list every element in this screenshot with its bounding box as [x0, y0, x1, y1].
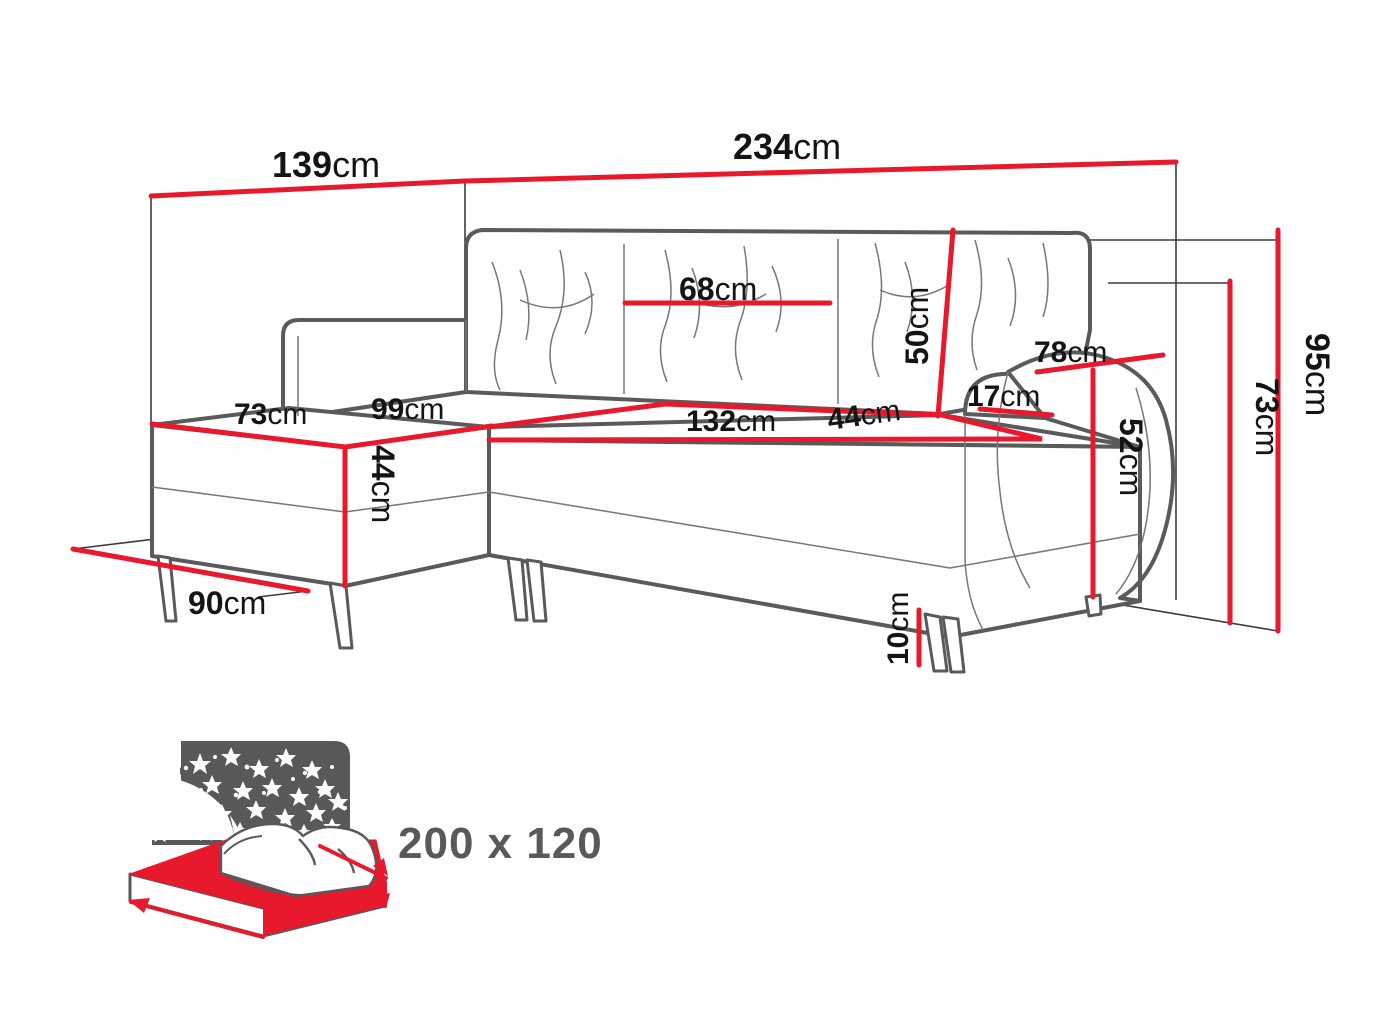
mattress-side	[263, 880, 385, 936]
dimline-50	[935, 227, 956, 419]
fold-3	[879, 283, 951, 298]
wrinkle-12	[1007, 257, 1017, 327]
label-10: 10cm	[882, 592, 915, 665]
sofa-detail-lines	[151, 239, 1151, 631]
label-44-height: 44cm	[365, 445, 401, 523]
right-arm-contour-3	[964, 414, 984, 631]
dimline-139	[148, 178, 468, 199]
label-44-depth: 44cm	[825, 394, 902, 437]
right-arm-contour-2	[1115, 387, 1151, 595]
right-arm-contour-1	[996, 371, 1031, 589]
wrinkle-5	[659, 249, 672, 383]
leg-chaise-left	[328, 581, 354, 650]
wrinkle-10	[904, 261, 914, 333]
wrinkle-1	[491, 261, 503, 391]
label-73-chaise: 73cm	[234, 398, 307, 431]
wrinkle-7	[734, 245, 748, 381]
leg-right-2	[941, 615, 966, 674]
bed-size-label: 200 x 120	[398, 819, 603, 868]
label-132: 132cm	[686, 405, 776, 438]
dimension-labels: 139cm 234cm 68cm 50cm 78cm 17cm	[188, 126, 1336, 665]
leg-chaise-far-left	[156, 554, 178, 623]
leg-mid-1	[506, 556, 529, 622]
wrinkle-8	[771, 265, 782, 333]
wrinkle-3	[549, 249, 565, 385]
main-body-front	[487, 438, 1142, 639]
dimline-90	[70, 546, 311, 594]
fold-1	[519, 293, 595, 309]
label-52: 52cm	[1113, 418, 1149, 496]
chaise-seam	[151, 486, 346, 513]
duvet-edge	[220, 872, 302, 896]
dimline-234	[462, 159, 1179, 184]
arrowhead-lower	[374, 893, 390, 908]
leg-right-1	[923, 612, 949, 673]
wrinkle-4	[584, 271, 593, 335]
wrinkle-13	[1042, 242, 1049, 318]
sofa-legs	[156, 554, 1103, 674]
wrinkle-11	[971, 239, 983, 371]
pillow-fold-2	[298, 838, 317, 866]
sleeping-area-icon: 200 x 120	[128, 741, 603, 939]
arrowhead-upper	[373, 858, 388, 876]
label-95: 95cm	[1298, 333, 1336, 416]
label-139: 139cm	[272, 144, 380, 185]
label-73-height: 73cm	[1249, 378, 1285, 456]
bed-arrow-heads	[128, 858, 390, 913]
dimension-lines	[70, 159, 1281, 668]
wrinkle-9	[871, 242, 883, 378]
body-seam	[488, 491, 1141, 569]
label-90: 90cm	[188, 585, 266, 621]
label-99: 99cm	[371, 393, 444, 426]
arrowhead-left	[128, 898, 150, 913]
pillow-fold-1	[223, 835, 263, 855]
dimline-17	[977, 406, 1055, 418]
dimline-132-44	[486, 401, 1043, 443]
bed-arrow-width-line	[318, 844, 388, 880]
sofa-outline	[150, 228, 1176, 639]
dimline-78	[1034, 352, 1166, 375]
label-68: 68cm	[679, 271, 757, 307]
label-78: 78cm	[1034, 336, 1107, 369]
leg-mid-2	[525, 558, 548, 623]
label-17: 17cm	[967, 380, 1040, 413]
bed-arrow-length-line	[129, 900, 265, 939]
backrest-panel	[464, 228, 1092, 416]
label-234: 234cm	[733, 126, 841, 167]
wrinkle-2	[519, 269, 530, 341]
moon-shape	[152, 763, 247, 840]
label-50: 50cm	[899, 287, 935, 365]
star-field	[151, 747, 348, 843]
chaise-seam-right	[344, 491, 490, 513]
chaise-left-face	[150, 423, 347, 588]
